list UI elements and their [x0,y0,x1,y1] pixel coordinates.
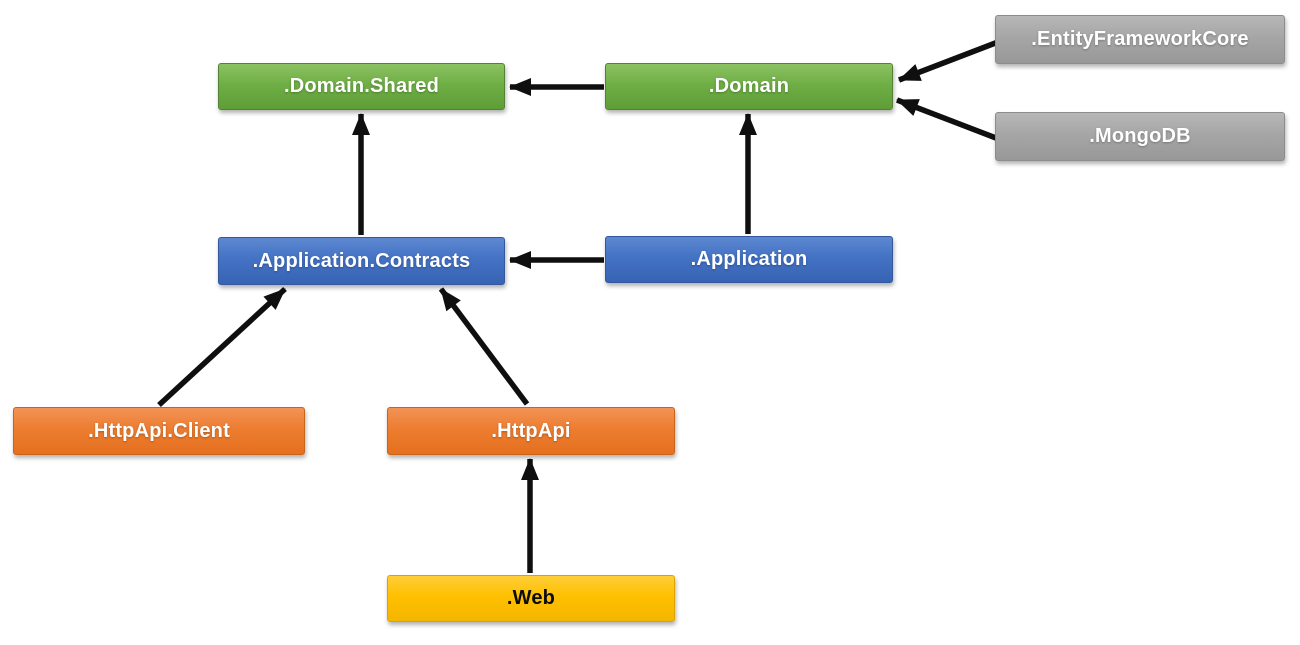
node-domain-shared: .Domain.Shared [218,63,505,110]
edge-mongodb-to-domain [896,97,997,141]
node-domain: .Domain [605,63,893,110]
edge-efcore-to-domain [898,39,999,83]
edge-httpapi-to-contracts [438,287,530,406]
edge-httpapi-client-to-contracts [157,286,287,408]
node-httpapi-client: .HttpApi.Client [13,407,305,455]
node-application-contracts: .Application.Contracts [218,237,505,285]
node-application: .Application [605,236,893,283]
node-web: .Web [387,575,675,622]
node-entity-framework-core: .EntityFrameworkCore [995,15,1285,64]
node-mongodb: .MongoDB [995,112,1285,161]
node-httpapi: .HttpApi [387,407,675,455]
